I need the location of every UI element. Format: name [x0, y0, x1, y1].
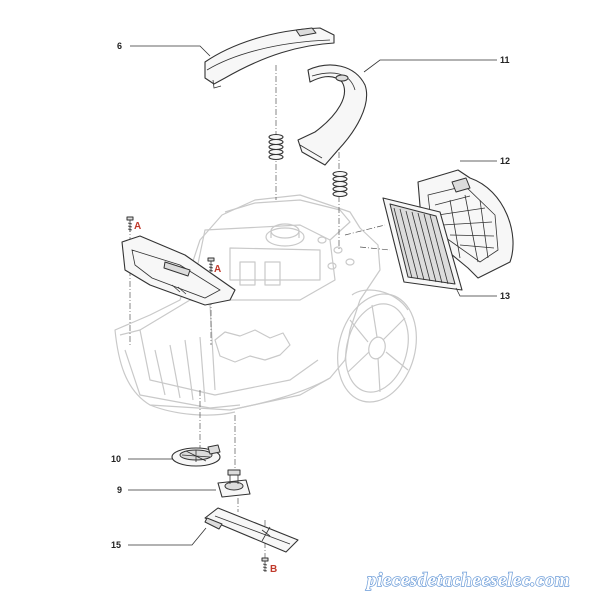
- ref-letter-a-right: A: [214, 264, 221, 275]
- ref-letter-b: B: [270, 564, 277, 575]
- screw-middle: [207, 257, 215, 272]
- part-11-handle: [297, 64, 368, 166]
- callout-12: 12: [500, 156, 510, 166]
- callout-9: 9: [117, 485, 122, 495]
- callout-13: 13: [500, 291, 510, 301]
- top-cover-part: [121, 235, 236, 306]
- callout-15: 15: [111, 540, 121, 550]
- part-9-valve: [217, 469, 251, 498]
- callout-11: 11: [500, 55, 510, 65]
- part-15-base-plate: [204, 507, 299, 553]
- part-6-handle: [204, 27, 335, 89]
- part-12-filter-cover: [417, 169, 514, 279]
- part-13-filter: [382, 197, 463, 291]
- screw-left: [126, 216, 134, 232]
- ref-letter-a-left: A: [134, 221, 141, 232]
- spring-left: [268, 133, 284, 161]
- watermark-text: piecesdetacheeselec.com: [365, 570, 570, 591]
- vacuum-body-ghost: [114, 194, 417, 416]
- screw-bottom: [261, 557, 269, 572]
- part-10-disc: [171, 444, 221, 467]
- callout-10: 10: [111, 454, 121, 464]
- spring-right: [332, 170, 348, 198]
- callout-leaders: [128, 45, 497, 546]
- callout-6: 6: [117, 41, 122, 51]
